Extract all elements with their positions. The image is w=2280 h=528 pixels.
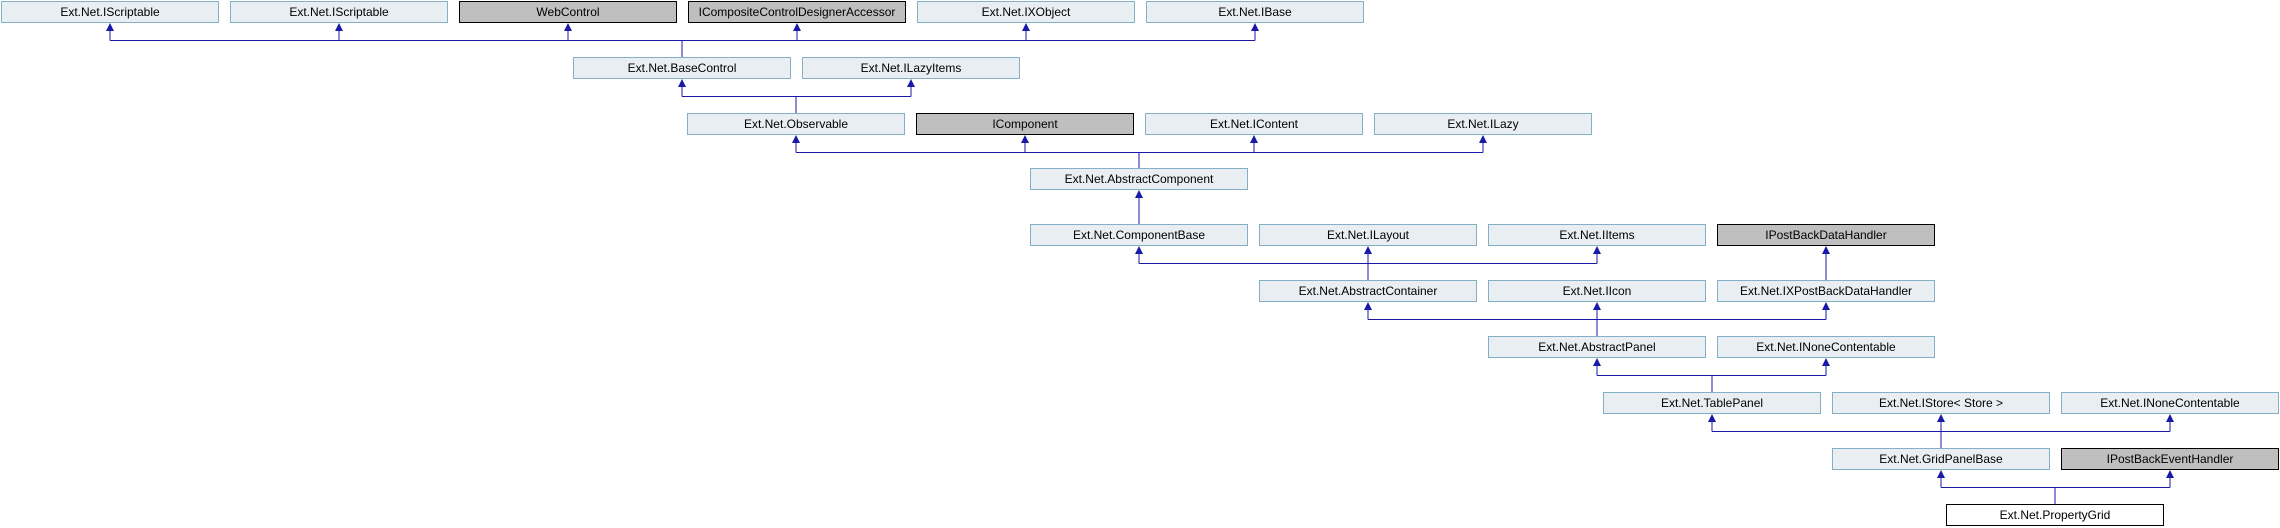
inheritance-arrowhead [678, 79, 686, 87]
inheritance-arrowhead [793, 23, 801, 31]
inheritance-arrowhead [1593, 358, 1601, 366]
node-ext-net-abstractpanel[interactable]: Ext.Net.AbstractPanel [1488, 336, 1706, 358]
inheritance-arrowhead [1364, 246, 1372, 254]
inheritance-arrowhead [1822, 302, 1830, 310]
node-ext-net-ixobject[interactable]: Ext.Net.IXObject [917, 1, 1135, 23]
inheritance-arrowhead [1021, 135, 1029, 143]
inheritance-arrowhead [2166, 414, 2174, 422]
node-ext-net-istore-store[interactable]: Ext.Net.IStore< Store > [1832, 392, 2050, 414]
node-webcontrol[interactable]: WebControl [459, 1, 677, 23]
inheritance-arrowhead [1593, 302, 1601, 310]
node-ext-net-ixpostbackdatahandler[interactable]: Ext.Net.IXPostBackDataHandler [1717, 280, 1935, 302]
node-ext-net-inonecontentable-2[interactable]: Ext.Net.INoneContentable [2061, 392, 2279, 414]
inheritance-arrowhead [1822, 358, 1830, 366]
node-ipostbackeventhandler[interactable]: IPostBackEventHandler [2061, 448, 2279, 470]
node-ext-net-tablepanel[interactable]: Ext.Net.TablePanel [1603, 392, 1821, 414]
inheritance-arrowhead [1479, 135, 1487, 143]
node-ipostbackdatahandler[interactable]: IPostBackDataHandler [1717, 224, 1935, 246]
inheritance-arrowhead [1593, 246, 1601, 254]
inheritance-arrowhead [1250, 135, 1258, 143]
inheritance-arrowhead [1135, 246, 1143, 254]
node-ext-net-iscriptable[interactable]: Ext.Net.IScriptable [1, 1, 219, 23]
inheritance-arrowhead [1937, 470, 1945, 478]
node-ext-net-abstractcomponent[interactable]: Ext.Net.AbstractComponent [1030, 168, 1248, 190]
inheritance-arrowhead [1822, 246, 1830, 254]
node-ext-net-iitems[interactable]: Ext.Net.IItems [1488, 224, 1706, 246]
node-ext-net-observable[interactable]: Ext.Net.Observable [687, 113, 905, 135]
inheritance-arrowhead [1937, 414, 1945, 422]
node-ext-net-icontent[interactable]: Ext.Net.IContent [1145, 113, 1363, 135]
node-ext-net-ilazyitems[interactable]: Ext.Net.ILazyItems [802, 57, 1020, 79]
node-ext-net-propertygrid: Ext.Net.PropertyGrid [1946, 504, 2164, 526]
node-ext-net-basecontrol[interactable]: Ext.Net.BaseControl [573, 57, 791, 79]
inheritance-arrowhead [1364, 302, 1372, 310]
node-ext-net-iscriptable-2[interactable]: Ext.Net.IScriptable [230, 1, 448, 23]
inheritance-arrowhead [2166, 470, 2174, 478]
inheritance-arrowhead [1251, 23, 1259, 31]
inheritance-arrowhead [792, 135, 800, 143]
inheritance-arrowhead [335, 23, 343, 31]
node-ext-net-ibase[interactable]: Ext.Net.IBase [1146, 1, 1364, 23]
node-ext-net-componentbase[interactable]: Ext.Net.ComponentBase [1030, 224, 1248, 246]
node-ext-net-abstractcontainer[interactable]: Ext.Net.AbstractContainer [1259, 280, 1477, 302]
inheritance-arrowhead [564, 23, 572, 31]
node-icomponent[interactable]: IComponent [916, 113, 1134, 135]
inheritance-arrowhead [1708, 414, 1716, 422]
node-ext-net-ilayout[interactable]: Ext.Net.ILayout [1259, 224, 1477, 246]
inheritance-arrowhead [106, 23, 114, 31]
node-ext-net-ilazy[interactable]: Ext.Net.ILazy [1374, 113, 1592, 135]
inheritance-arrowhead [1135, 190, 1143, 198]
inheritance-arrowhead [1022, 23, 1030, 31]
node-ext-net-gridpanelbase[interactable]: Ext.Net.GridPanelBase [1832, 448, 2050, 470]
node-ext-net-inonecontentable[interactable]: Ext.Net.INoneContentable [1717, 336, 1935, 358]
node-icompositecontroldesigneraccessor[interactable]: ICompositeControlDesignerAccessor [688, 1, 906, 23]
node-ext-net-iicon[interactable]: Ext.Net.IIcon [1488, 280, 1706, 302]
inheritance-arrowhead [907, 79, 915, 87]
